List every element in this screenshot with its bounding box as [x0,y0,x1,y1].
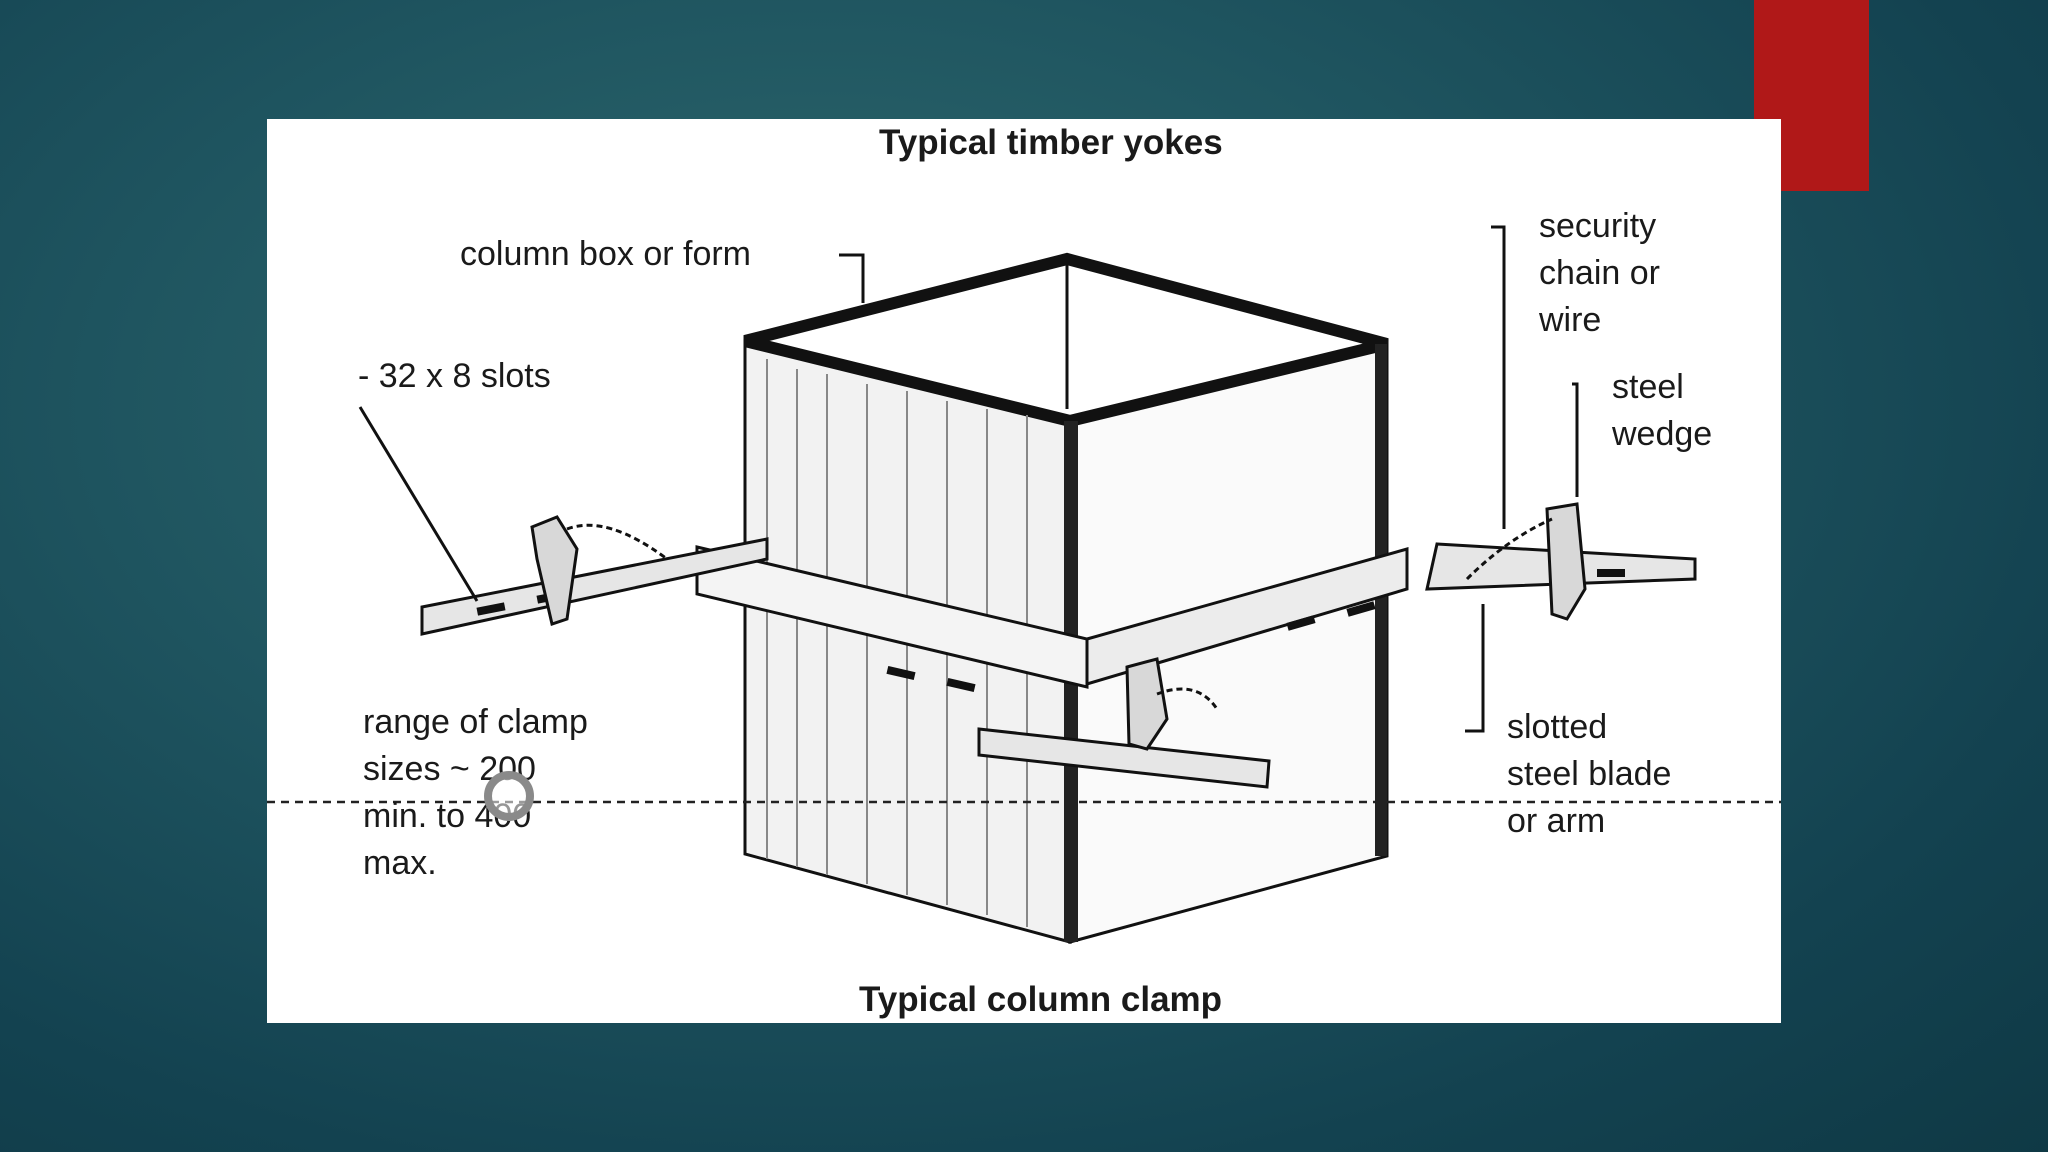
circle-cursor-icon [484,771,534,821]
security-chain-leader [1491,225,1506,529]
label-steel-wedge: steel wedge [1612,368,1713,453]
clamp-yokes [420,502,1697,789]
steel-wedges [530,502,1587,751]
left-blade [420,537,769,636]
label-clamp-range: range of clamp sizes ~ 200 min. to 400 m… [363,703,588,882]
front-left-yoke [695,545,1089,689]
leader-lines [358,225,1579,733]
label-security-chain: security chain or wire [1539,207,1660,339]
steel-wedge-leader [1572,382,1579,497]
diagram-panel: Typical timber yokes column box or form … [267,119,1781,1023]
front-right-yoke [1085,547,1409,687]
label-slots: - 32 x 8 slots [358,357,551,395]
column-right-edge [1375,344,1387,856]
label-slotted-blade: slotted steel blade or arm [1507,708,1672,840]
label-column-box: column box or form [460,235,751,273]
slots-leader [358,406,479,602]
column-box-leader [839,253,865,303]
figure-title-top: Typical timber yokes [879,123,1223,162]
front-blade [977,727,1271,789]
slotted-blade-leader [1465,604,1485,733]
column-clamp-diagram [267,225,1781,944]
figure-title-bottom: Typical column clamp [859,980,1223,1019]
security-chains [566,517,1553,710]
